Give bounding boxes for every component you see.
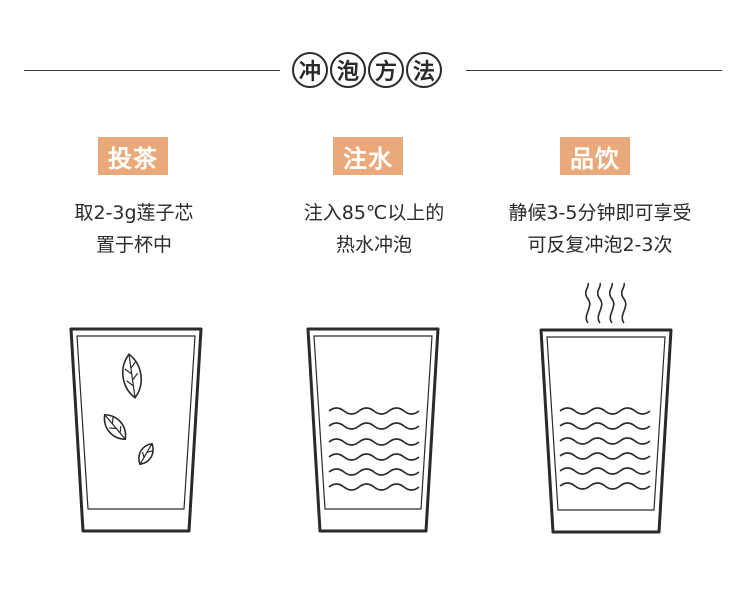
wave-line: [559, 452, 651, 460]
step-badge-add-water: 注水: [333, 137, 403, 175]
step-desc-line: 热水冲泡: [335, 234, 412, 256]
step-badge-add-tea: 投茶: [98, 137, 168, 175]
wave-line: [328, 438, 420, 446]
wave-line: [559, 437, 651, 445]
wave-line: [328, 407, 420, 415]
title-char: 方: [368, 52, 404, 88]
step-desc-line: 可反复冲泡2-3次: [527, 234, 673, 256]
cup-icon: [539, 282, 673, 534]
steam-icon: [584, 282, 627, 324]
wave-line: [328, 422, 420, 430]
wave-line: [328, 483, 420, 491]
wave-line: [559, 407, 651, 415]
step-description-add-water: 注入85℃以上的 热水冲泡: [244, 197, 504, 261]
leaf-icon: [138, 442, 154, 466]
section-title: 冲 泡 方 法: [292, 52, 442, 88]
step-desc-line: 静候3-5分钟即可享受: [508, 202, 692, 224]
wave-line: [559, 467, 651, 475]
step-badge-drink: 品饮: [560, 137, 630, 175]
cup-icon: [306, 327, 440, 533]
step-description-drink: 静候3-5分钟即可享受 可反复冲泡2-3次: [470, 197, 730, 261]
leaf-icon: [122, 353, 142, 399]
wave-line: [328, 468, 420, 476]
leaf-icon: [103, 413, 127, 441]
section-header: 冲 泡 方 法: [0, 0, 750, 140]
title-rule-right: [466, 70, 722, 71]
step-desc-line: 置于杯中: [95, 234, 172, 256]
step-desc-line: 注入85℃以上的: [303, 202, 445, 224]
step-desc-line: 取2-3g莲子芯: [74, 202, 194, 224]
title-char: 泡: [330, 52, 366, 88]
water-wave-icon: [328, 407, 420, 491]
wave-line: [559, 422, 651, 430]
wave-line: [559, 482, 651, 490]
title-rule-left: [24, 70, 280, 71]
cup-icon: [69, 327, 203, 533]
wave-line: [328, 453, 420, 461]
title-char: 冲: [292, 52, 328, 88]
title-char: 法: [406, 52, 442, 88]
water-wave-icon: [559, 407, 651, 490]
step-description-add-tea: 取2-3g莲子芯 置于杯中: [4, 197, 264, 261]
